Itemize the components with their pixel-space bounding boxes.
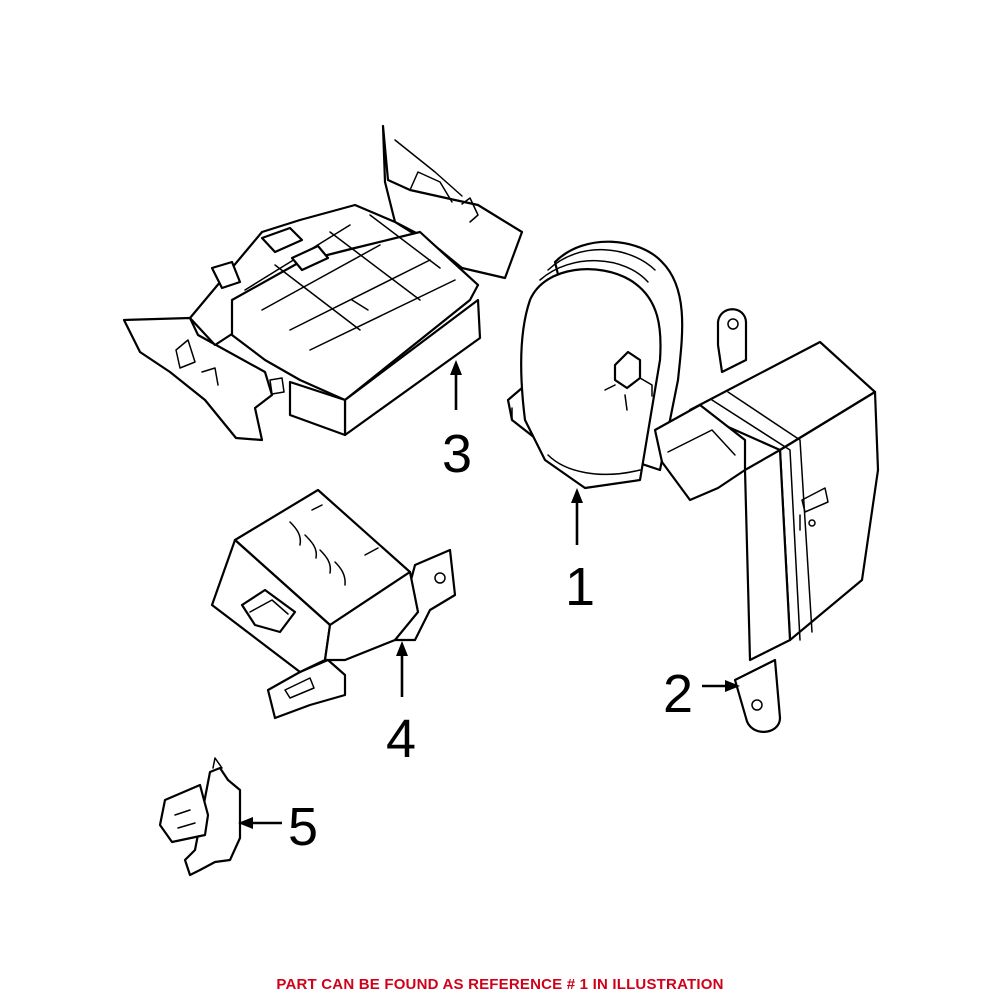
leader-arrow-2 [702,680,740,692]
part-3-module-bracket [122,124,524,442]
part-5-sensor-clip [158,757,242,877]
callout-ref-3: 3 [442,424,472,484]
callout-ref-2: 2 [663,664,693,724]
callout-ref-5: 5 [288,797,318,857]
callout-ref-1: 1 [565,557,595,617]
part-4-relay-module [210,488,457,720]
part-2-control-module [653,308,880,733]
leader-arrow-1 [571,488,583,545]
leader-arrow-4 [396,641,408,697]
leader-arrow-3 [450,360,462,410]
part-1-horn [506,240,684,490]
leader-arrow-5 [238,817,282,829]
callout-ref-4: 4 [386,709,416,769]
reference-note: PART CAN BE FOUND AS REFERENCE # 1 IN IL… [276,976,724,993]
